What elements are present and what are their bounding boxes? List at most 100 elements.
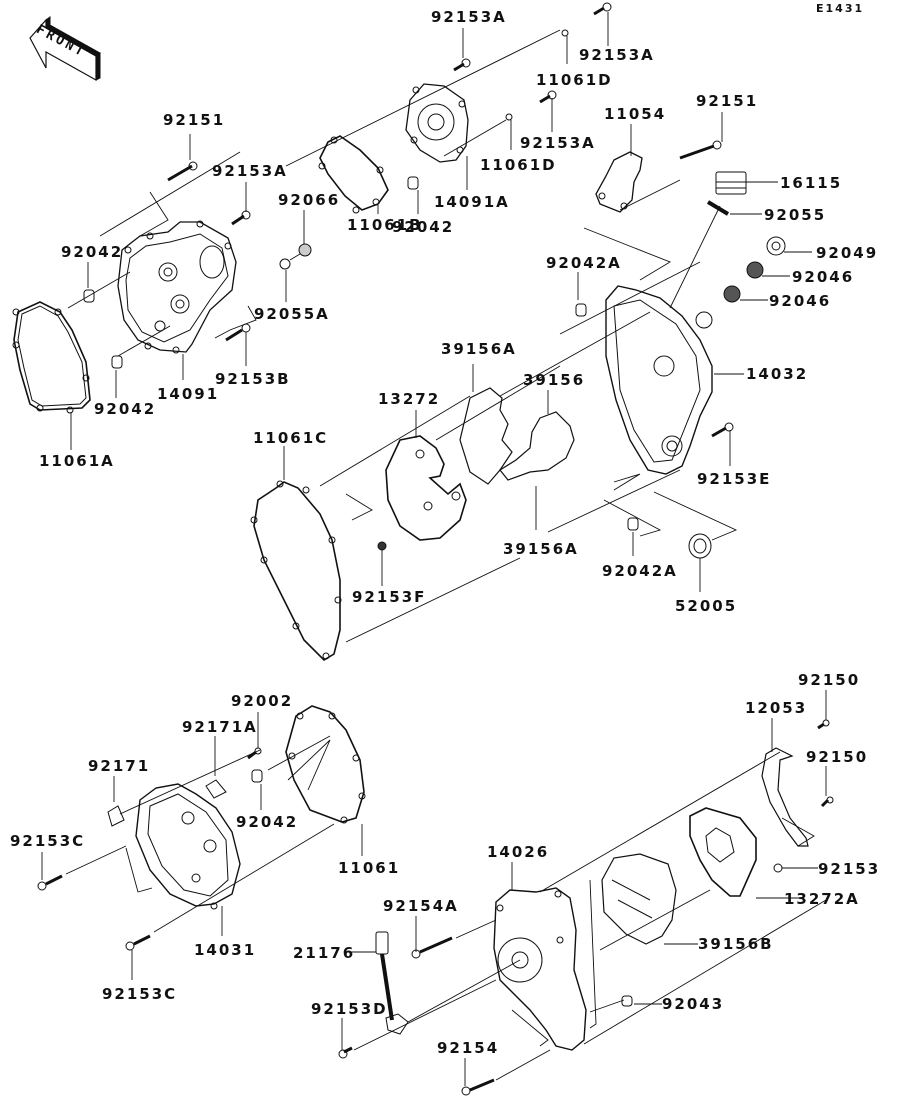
bolt-92153a-top-right <box>593 2 612 16</box>
gasket-11061 <box>285 705 366 824</box>
bolt-92150-top <box>817 719 830 730</box>
part-label[interactable]: 12053 <box>745 699 808 717</box>
part-label[interactable]: 39156A <box>441 340 517 358</box>
part-label[interactable]: 14091 <box>157 385 220 403</box>
bearing-92046-a <box>746 261 764 279</box>
part-label[interactable]: 92153A <box>520 134 596 152</box>
part-label[interactable]: 92153F <box>352 588 427 606</box>
bracket-12053 <box>761 747 809 847</box>
part-label[interactable]: 92153D <box>311 1000 388 1018</box>
weight-39156 <box>499 411 575 481</box>
cover-39156b <box>601 853 677 945</box>
bearing-92046-b <box>723 285 741 303</box>
dowel-92042a-top <box>575 303 587 317</box>
part-label[interactable]: 14032 <box>746 365 809 383</box>
gasket-11061b <box>318 135 389 214</box>
part-label[interactable]: 13272 <box>378 390 441 408</box>
dowel-92042a-bottom <box>627 517 639 531</box>
part-label[interactable]: 92046 <box>792 268 855 286</box>
part-label[interactable]: 92154 <box>437 1039 500 1057</box>
diagram-code: E1431 <box>816 2 865 15</box>
bolt-92153 <box>773 863 783 873</box>
part-label[interactable]: 92153E <box>697 470 772 488</box>
part-label[interactable]: 92171 <box>88 757 151 775</box>
part-label[interactable]: 92153 <box>818 860 881 878</box>
cover-14091a <box>405 83 469 163</box>
part-label[interactable]: 52005 <box>675 597 738 615</box>
bolt-92150-bottom <box>820 796 834 808</box>
cover-14091 <box>117 220 237 354</box>
part-label[interactable]: 11061D <box>480 156 557 174</box>
part-label[interactable]: 11061A <box>39 452 115 470</box>
part-label[interactable]: 11061B <box>347 216 423 234</box>
washer-11061d-a <box>561 29 569 37</box>
seal-52005 <box>688 533 712 559</box>
gasket-11061c <box>250 480 342 662</box>
part-label[interactable]: 92042A <box>546 254 622 272</box>
part-label[interactable]: 92042 <box>392 218 455 236</box>
part-label[interactable]: 92153A <box>431 8 507 26</box>
part-label[interactable]: 92171A <box>182 718 258 736</box>
part-label[interactable]: 92055A <box>254 305 330 323</box>
part-label[interactable]: 92153A <box>212 162 288 180</box>
oring-92055a <box>279 258 291 270</box>
gasket-11061a <box>12 301 91 414</box>
part-label[interactable]: 11061C <box>253 429 329 447</box>
dowel-92042-a <box>83 289 95 303</box>
washer-11061d-b <box>505 113 513 121</box>
bolt-92153a-top <box>453 58 471 72</box>
part-label[interactable]: 92042 <box>61 243 124 261</box>
part-label[interactable]: 92151 <box>696 92 759 110</box>
part-label[interactable]: 92153C <box>102 985 178 1003</box>
part-label[interactable]: 92046 <box>769 292 832 310</box>
part-label[interactable]: 39156 <box>523 371 586 389</box>
weight-39156a-back <box>459 387 513 485</box>
part-label[interactable]: 11054 <box>604 105 667 123</box>
part-label[interactable]: 92153B <box>215 370 291 388</box>
part-label[interactable]: 14091A <box>434 193 510 211</box>
part-label[interactable]: 92055 <box>764 206 827 224</box>
clamp-92171a <box>205 779 227 799</box>
clamp-92171 <box>107 805 125 827</box>
part-label[interactable]: 92043 <box>662 995 725 1013</box>
dowel-92043 <box>621 995 633 1007</box>
part-label[interactable]: 92042 <box>94 400 157 418</box>
part-label[interactable]: 92002 <box>231 692 294 710</box>
part-label[interactable]: 92049 <box>816 244 879 262</box>
part-label[interactable]: 92153A <box>579 46 655 64</box>
part-label[interactable]: 39156A <box>503 540 579 558</box>
part-label[interactable]: 21176 <box>293 944 356 962</box>
part-label[interactable]: 39156B <box>698 935 774 953</box>
part-label[interactable]: 92150 <box>798 671 861 689</box>
part-label[interactable]: 14031 <box>194 941 257 959</box>
part-label[interactable]: 92151 <box>163 111 226 129</box>
part-label[interactable]: 92154A <box>383 897 459 915</box>
part-label[interactable]: 13272A <box>784 890 860 908</box>
plate-13272 <box>385 435 467 541</box>
dowel-92042-c <box>407 176 419 190</box>
part-label[interactable]: 16115 <box>780 174 843 192</box>
part-label[interactable]: 14026 <box>487 843 550 861</box>
bolt-92153d <box>338 1046 353 1059</box>
bolt-92151-right <box>679 140 722 160</box>
cover-14026 <box>493 887 587 1051</box>
dowel-92042-b <box>111 355 123 369</box>
front-arrow-icon <box>29 16 101 82</box>
part-label[interactable]: 92150 <box>806 748 869 766</box>
part-label[interactable]: 92042 <box>236 813 299 831</box>
bolt-92153a-mid <box>539 90 557 104</box>
part-label[interactable]: 92066 <box>278 191 341 209</box>
bolt-92154 <box>461 1078 495 1096</box>
part-label[interactable]: 92042A <box>602 562 678 580</box>
plate-13272a <box>689 807 757 897</box>
bolt-92154a <box>411 936 453 959</box>
bolt-92153a-left <box>231 210 251 226</box>
bolt-92151-top-left <box>167 161 198 182</box>
part-label[interactable]: 92153C <box>10 832 86 850</box>
oring-92055 <box>706 200 730 216</box>
part-label[interactable]: 11061 <box>338 859 401 877</box>
part-label[interactable]: 11061D <box>536 71 613 89</box>
bolt-92153f <box>377 541 387 551</box>
